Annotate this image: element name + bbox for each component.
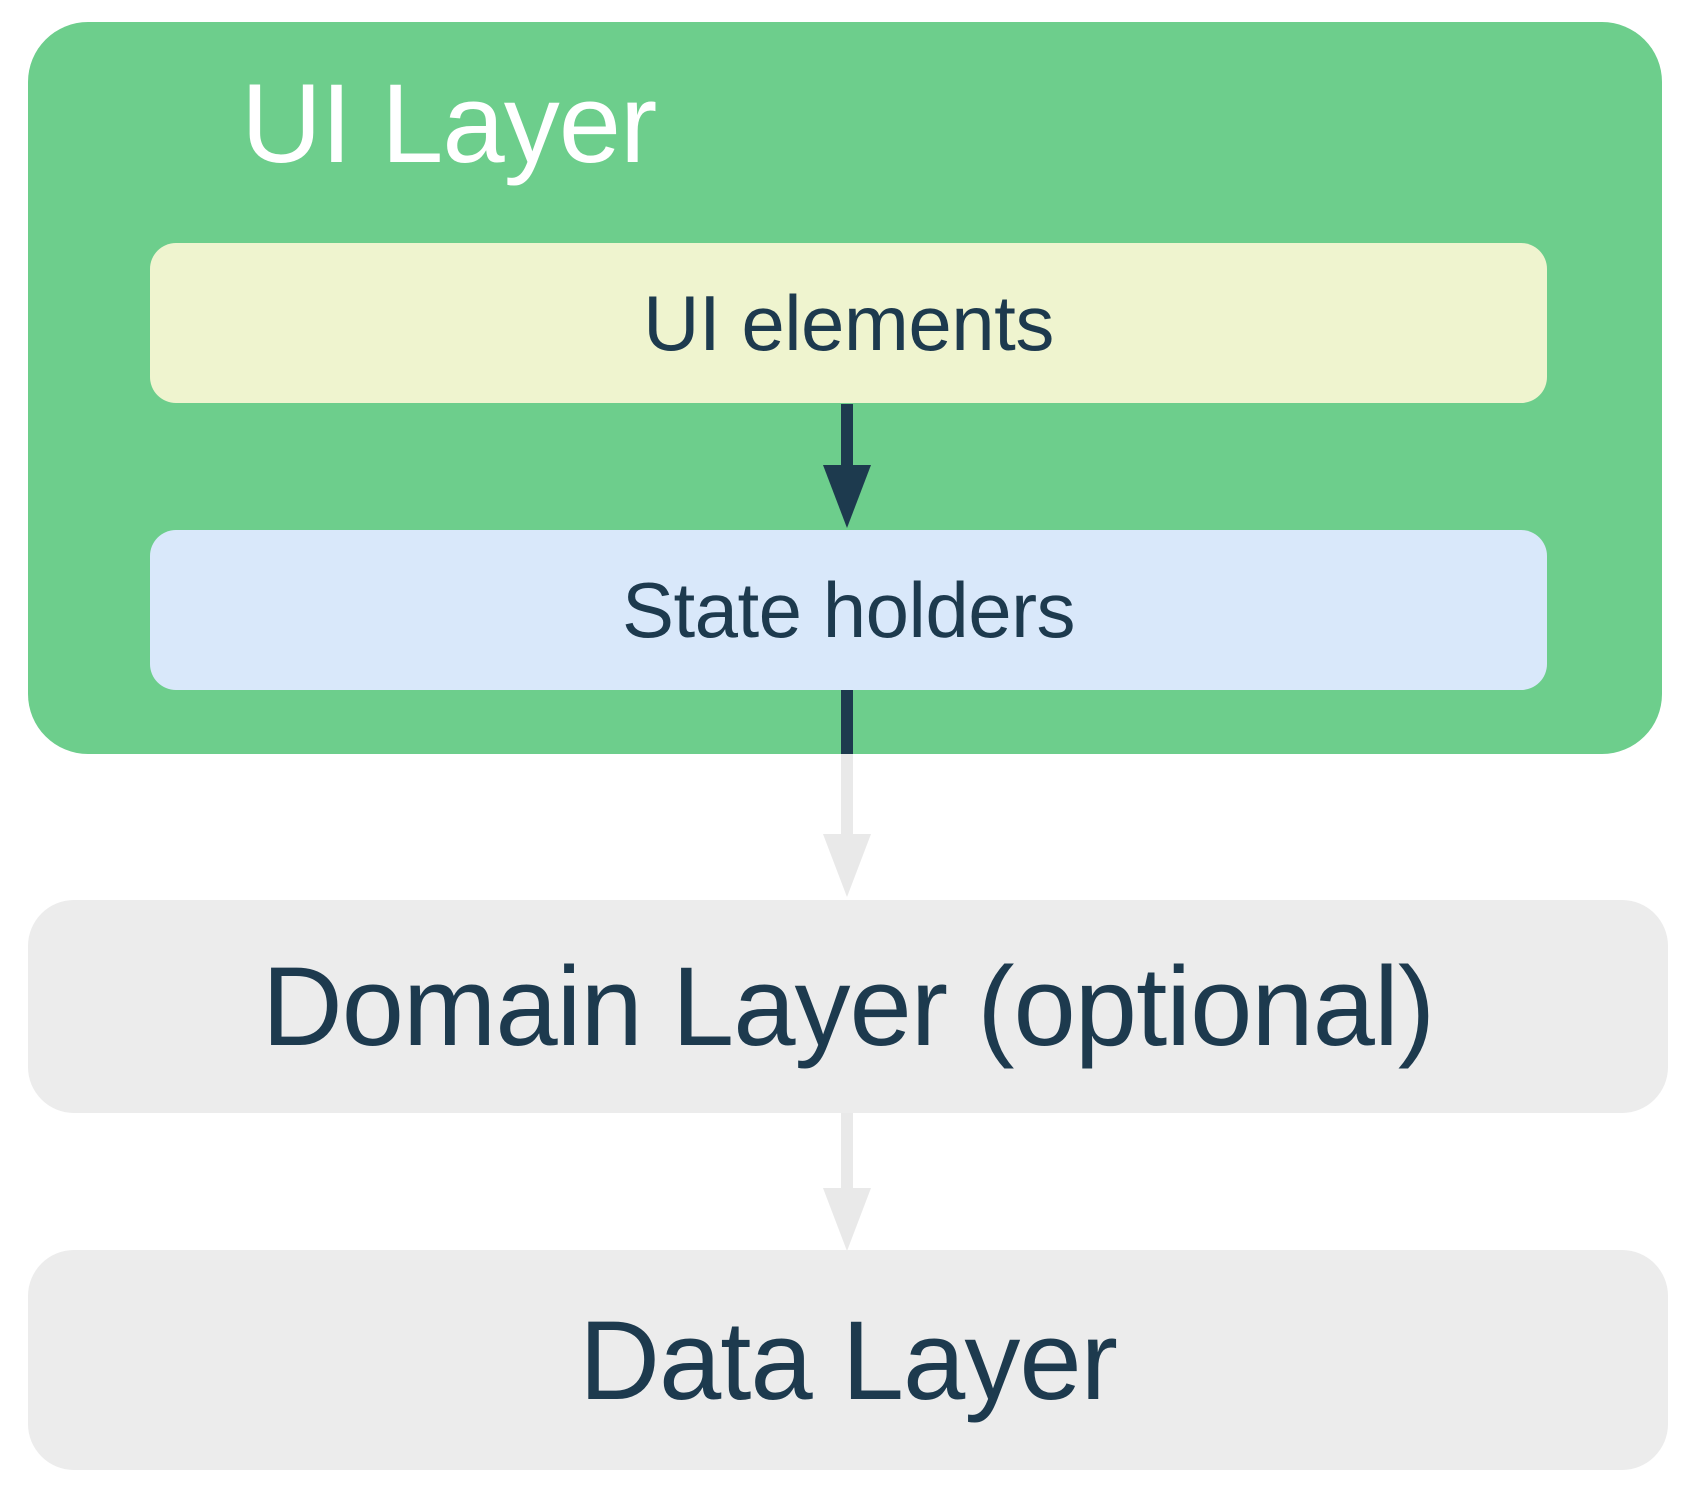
domain-layer-box: Domain Layer (optional) <box>28 900 1668 1113</box>
arrow-shaft <box>841 404 853 465</box>
state-holders-label: State holders <box>621 565 1076 654</box>
ui-layer-box: UI Layer UI elements State holders <box>28 22 1662 754</box>
data-layer-box: Data Layer <box>28 1250 1668 1470</box>
arrow-down-icon <box>823 1188 871 1251</box>
domain-layer-label: Domain Layer (optional) <box>261 944 1435 1069</box>
arrow-shaft <box>841 1113 853 1188</box>
ui-layer-title: UI Layer <box>241 61 657 186</box>
state-holders-box: State holders <box>150 530 1547 690</box>
ui-elements-box: UI elements <box>150 243 1547 403</box>
arrow-down-icon <box>823 465 871 528</box>
ui-elements-label: UI elements <box>643 278 1054 367</box>
arrow-shaft <box>841 754 853 834</box>
arrow-shaft <box>841 690 853 754</box>
arrow-down-icon <box>823 834 871 897</box>
data-layer-label: Data Layer <box>579 1297 1118 1423</box>
